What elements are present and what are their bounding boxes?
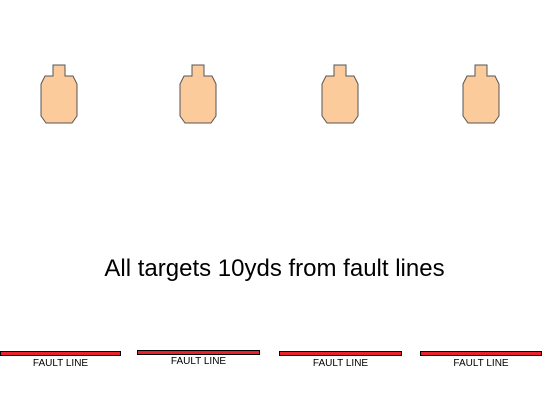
fault-line-label: FAULT LINE bbox=[312, 358, 369, 369]
target-2-icon bbox=[179, 64, 217, 124]
target-1-icon bbox=[40, 64, 78, 124]
fault-line-label: FAULT LINE bbox=[453, 358, 509, 369]
fault-line-bar bbox=[279, 351, 402, 356]
fault-line-bar bbox=[420, 351, 542, 356]
target-4-icon bbox=[462, 64, 500, 124]
fault-line-4: FAULT LINE bbox=[420, 350, 542, 380]
caption-text: All targets 10yds from fault lines bbox=[104, 255, 445, 282]
fault-line-label: FAULT LINE bbox=[170, 356, 227, 367]
fault-line-label: FAULT LINE bbox=[32, 358, 89, 369]
fault-line-3: FAULT LINE bbox=[279, 350, 402, 380]
fault-line-2: FAULT LINE bbox=[137, 349, 260, 379]
fault-line-1: FAULT LINE bbox=[0, 350, 121, 380]
fault-line-bar bbox=[137, 350, 260, 355]
target-3-icon bbox=[321, 64, 359, 124]
fault-line-bar bbox=[0, 351, 121, 356]
